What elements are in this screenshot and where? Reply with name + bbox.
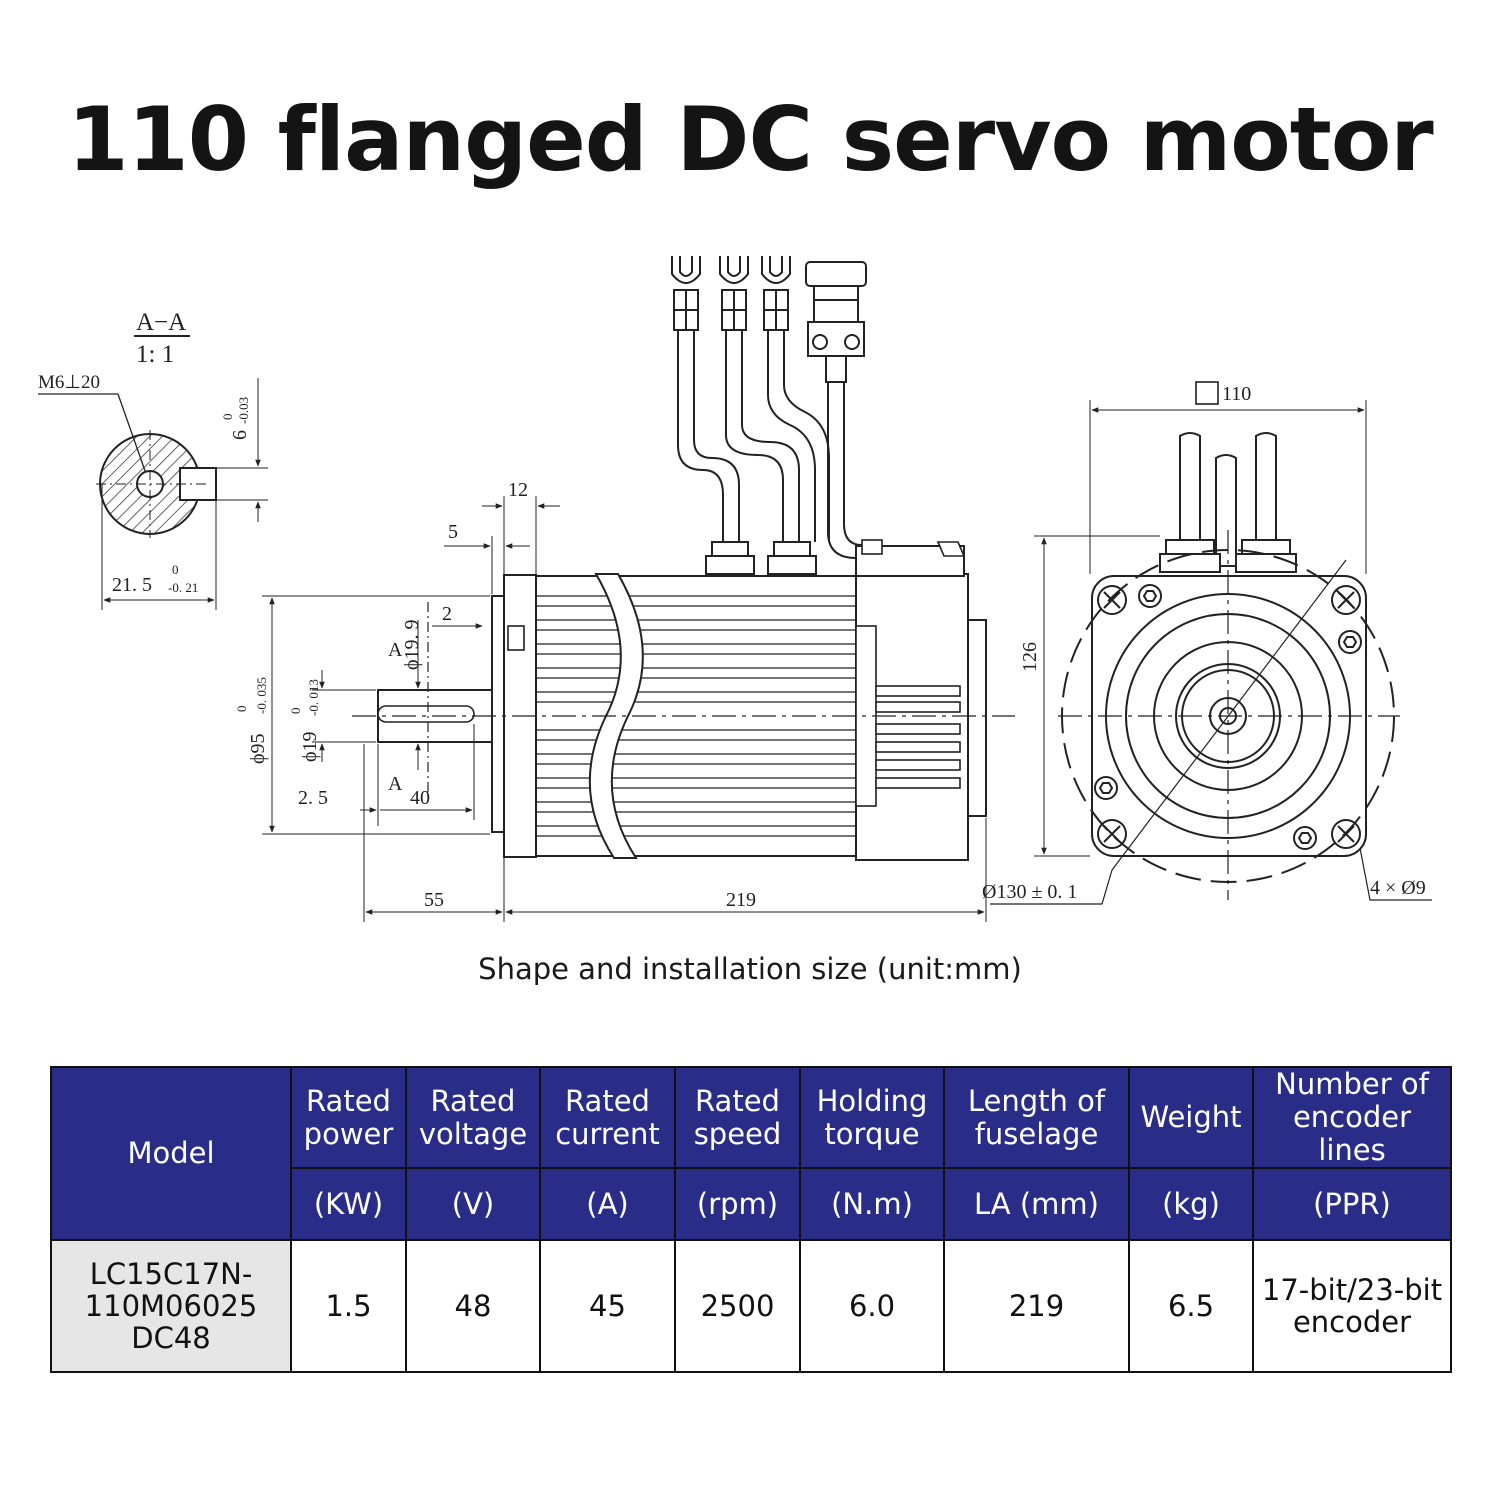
units-row: (KW) (V) (A) (rpm) (N.m) LA (mm) (kg) (P…	[51, 1167, 1452, 1241]
dim-shaft-tol-lower: -0. 013	[306, 679, 321, 716]
cell-current: 45	[539, 1239, 676, 1373]
power-cables	[677, 300, 872, 559]
dim-55: 55	[424, 889, 444, 911]
mount-holes	[1097, 585, 1361, 849]
section-mark-top: A	[388, 639, 403, 661]
front-view	[990, 432, 1432, 905]
header-row: Model Rated power Rated voltage Rated cu…	[50, 1066, 1452, 1241]
dim-shaft-tol-upper: 0	[288, 708, 303, 715]
header-rated-power: Rated power	[290, 1066, 407, 1169]
spec-table: Model Rated power Rated voltage Rated cu…	[50, 1066, 1452, 1373]
header-rated-speed: Rated speed	[674, 1066, 801, 1169]
header-length: Length of fuselage	[943, 1066, 1130, 1169]
side-view: A A 12 5 2 ϕ19. 9 ϕ95 0 -0. 035 ϕ19 0 -0…	[234, 256, 1015, 922]
key-depth-tol-upper: 0	[172, 562, 179, 577]
unit-weight: (kg)	[1128, 1167, 1254, 1241]
front-cables	[1159, 432, 1297, 573]
key-width-tol-upper: 0	[220, 414, 235, 421]
encoder-connector	[805, 261, 867, 383]
cell-voltage: 48	[405, 1239, 541, 1373]
dim-shaft: ϕ19	[299, 731, 321, 762]
unit-power: (KW)	[290, 1167, 407, 1241]
dim-2-5: 2. 5	[298, 787, 328, 809]
unit-speed: (rpm)	[674, 1167, 801, 1241]
cable-lugs	[671, 256, 791, 331]
dim-spigot-tol-upper: 0	[234, 706, 249, 713]
unit-length: LA (mm)	[943, 1167, 1130, 1241]
encoder-fins	[875, 685, 961, 789]
unit-encoder: (PPR)	[1252, 1167, 1452, 1241]
unit-voltage: (V)	[405, 1167, 541, 1241]
cell-length: 219	[943, 1239, 1130, 1373]
unit-torque: (N.m)	[799, 1167, 945, 1241]
dim-shoulder-dia: ϕ19. 9	[401, 619, 423, 670]
key-depth-value: 21. 5	[112, 574, 152, 596]
header-holding-torque: Holding torque	[799, 1066, 945, 1169]
page-title: 110 flanged DC servo motor	[67, 88, 1433, 191]
dim-130: Ø130 ± 0. 1	[982, 881, 1077, 903]
dimension-drawing: A−A 1: 1 M6⊥20 6 0 -0.03 21. 5 0 -0. 21	[38, 256, 1432, 922]
unit-current: (A)	[539, 1167, 676, 1241]
dim-5: 5	[448, 521, 458, 543]
thread-callout: M6⊥20	[38, 372, 100, 393]
cell-model: LC15C17N-110M06025 DC48	[50, 1239, 292, 1373]
dim-219: 219	[726, 889, 756, 911]
dim-square: 110	[1222, 383, 1251, 405]
dim-12: 12	[508, 479, 528, 501]
cell-power: 1.5	[290, 1239, 407, 1373]
dim-spigot: ϕ95	[247, 733, 269, 764]
front-dims: 110 126 Ø130 ± 0. 1 4 × Ø9	[982, 381, 1426, 903]
header-rated-voltage: Rated voltage	[405, 1066, 541, 1169]
cell-speed: 2500	[674, 1239, 801, 1373]
header-encoder-lines: Number of encoder lines	[1252, 1066, 1452, 1169]
header-rated-current: Rated current	[539, 1066, 676, 1169]
screws	[1094, 584, 1362, 850]
cell-torque: 6.0	[799, 1239, 945, 1373]
drawing-caption: Shape and installation size (unit:mm)	[478, 952, 1022, 986]
dim-holes: 4 × Ø9	[1370, 877, 1426, 899]
table-row: LC15C17N-110M06025 DC48 1.5 48 45 2500 6…	[50, 1239, 1452, 1373]
cell-weight: 6.5	[1128, 1239, 1254, 1373]
dim-2: 2	[442, 603, 452, 625]
header-model: Model	[50, 1066, 292, 1241]
cell-encoder: 17-bit/23-bit encoder	[1252, 1239, 1452, 1373]
dim-spigot-tol-lower: -0. 035	[254, 677, 269, 714]
dim-126: 126	[1019, 642, 1041, 672]
section-view: A−A 1: 1 M6⊥20 6 0 -0.03 21. 5 0 -0. 21	[38, 309, 268, 610]
dim-40: 40	[410, 787, 430, 809]
cooling-fins	[536, 595, 856, 837]
cable-glands	[705, 541, 817, 579]
section-mark-bottom: A	[388, 773, 403, 795]
header-weight: Weight	[1128, 1066, 1254, 1169]
section-scale: 1: 1	[136, 341, 174, 368]
key-depth-tol-lower: -0. 21	[168, 580, 198, 595]
key-width-tol-lower: -0.03	[236, 397, 251, 424]
key-width-value: 6	[229, 430, 251, 440]
section-label: A−A	[136, 309, 186, 336]
